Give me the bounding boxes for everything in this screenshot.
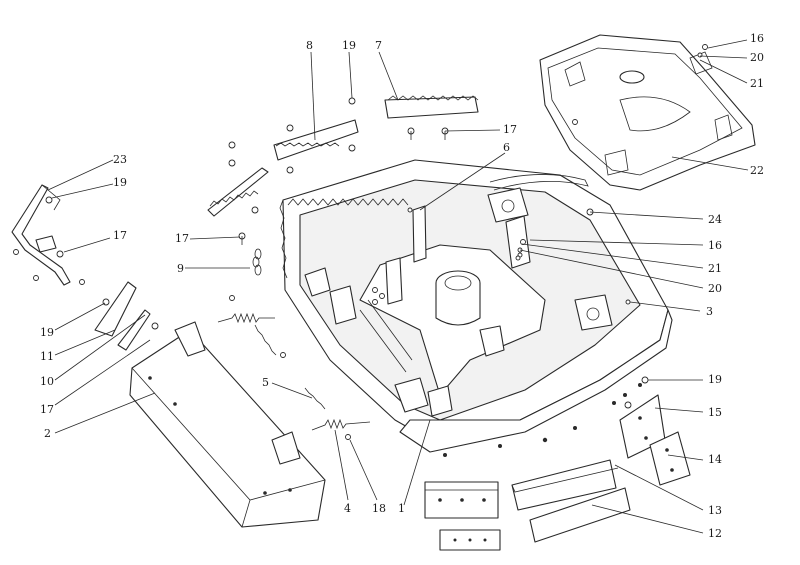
callout-13: 13 bbox=[708, 504, 722, 517]
callout-19-lower: 19 bbox=[40, 326, 54, 339]
callout-11: 11 bbox=[40, 350, 54, 363]
callout-22: 22 bbox=[750, 164, 764, 177]
belt-cover bbox=[539, 34, 756, 191]
callout-19-left: 19 bbox=[113, 176, 127, 189]
callout-5: 5 bbox=[262, 376, 269, 389]
callout-12: 12 bbox=[708, 527, 722, 540]
callout-2: 2 bbox=[44, 427, 51, 440]
callout-10: 10 bbox=[40, 375, 54, 388]
callout-16-deck: 16 bbox=[708, 239, 722, 252]
blade-strips bbox=[207, 95, 479, 217]
callout-8: 8 bbox=[306, 39, 313, 52]
callout-9: 9 bbox=[177, 262, 184, 275]
callout-17-top: 17 bbox=[503, 123, 517, 136]
callout-1: 1 bbox=[398, 502, 405, 515]
callout-18: 18 bbox=[372, 502, 386, 515]
callout-6: 6 bbox=[503, 141, 510, 154]
callout-19-top: 19 bbox=[342, 39, 356, 52]
callout-19-right: 19 bbox=[708, 373, 722, 386]
callout-17-left: 17 bbox=[113, 229, 127, 242]
callout-7: 7 bbox=[375, 39, 382, 52]
callout-17-mid: 17 bbox=[175, 232, 189, 245]
callout-4: 4 bbox=[344, 502, 351, 515]
side-baffle-left bbox=[129, 321, 326, 528]
bracket-23 bbox=[11, 184, 71, 286]
callout-labels: 1 2 3 4 5 6 7 8 9 10 11 12 13 14 15 16 1… bbox=[40, 32, 764, 540]
plates-10-11 bbox=[94, 281, 151, 351]
callout-20-top: 20 bbox=[750, 51, 764, 64]
callout-21-top: 21 bbox=[750, 77, 764, 90]
callout-15: 15 bbox=[708, 406, 722, 419]
callout-17-lower: 17 bbox=[40, 403, 54, 416]
leader-lines bbox=[47, 39, 749, 534]
springs bbox=[217, 312, 371, 431]
callout-23: 23 bbox=[113, 153, 127, 166]
callout-3: 3 bbox=[706, 305, 713, 318]
front-plates bbox=[424, 394, 691, 551]
callout-24: 24 bbox=[708, 213, 722, 226]
callout-16-top: 16 bbox=[750, 32, 764, 45]
callout-14: 14 bbox=[708, 453, 722, 466]
chain-9 bbox=[252, 248, 262, 276]
callout-20-deck: 20 bbox=[708, 282, 722, 295]
mower-deck bbox=[279, 159, 673, 457]
callout-21-deck: 21 bbox=[708, 262, 722, 275]
